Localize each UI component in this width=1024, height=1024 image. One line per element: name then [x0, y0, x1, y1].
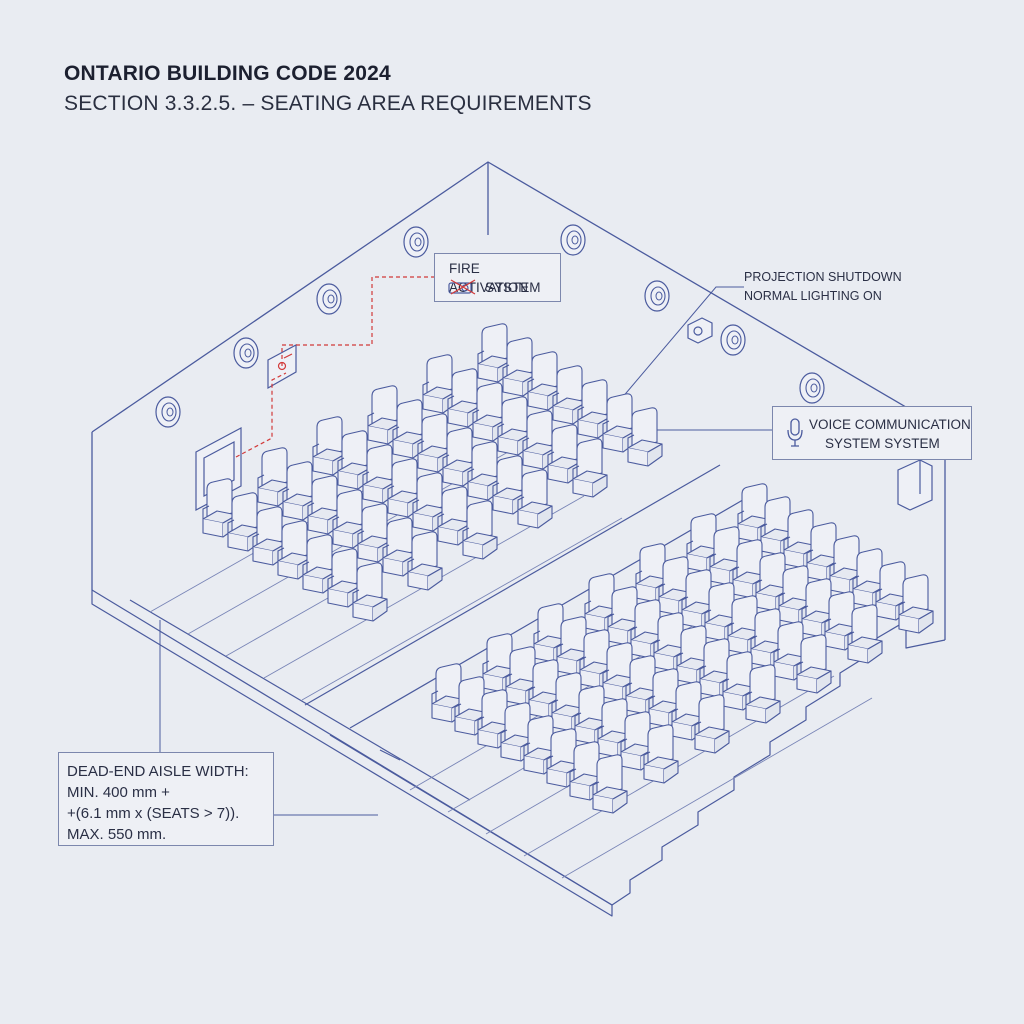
projector-icon: [687, 317, 713, 344]
aisle-width-heading: DEAD-END AISLE WIDTH:: [67, 763, 249, 780]
room-walls: [91, 161, 946, 640]
seat-left: [462, 500, 498, 560]
normal-lighting-label: NORMAL LIGHTING ON: [744, 289, 882, 303]
speaker-icon: [233, 337, 259, 369]
microphone-icon: [787, 418, 803, 447]
diagram-subtitle: SECTION 3.3.2.5. – SEATING AREA REQUIREM…: [64, 92, 592, 115]
speaker-icon: [644, 280, 670, 312]
projection-shutdown-callout: PROJECTION SHUTDOWN NORMAL LIGHTING ON: [744, 268, 902, 306]
speaker-icon: [799, 372, 825, 404]
seat-left: [407, 531, 443, 591]
fire-activation-label-system: SYSTEM: [485, 280, 541, 295]
aisle-width-max: MAX. 550 mm.: [67, 826, 167, 843]
seat-left: [352, 562, 388, 622]
seat-left: [517, 469, 553, 529]
seat-right: [898, 574, 934, 634]
seat-right: [847, 604, 883, 664]
voice-communication-callout: VOICE COMMUNICATION SYSTEM SYSTEM: [772, 406, 972, 460]
fire-activation-callout: FIRE ACTIVATION SYSTEM: [434, 253, 561, 302]
voice-system-label: SYSTEM SYSTEM: [825, 436, 940, 451]
speaker-icon: [155, 396, 181, 428]
projector-crossed-icon: [448, 279, 476, 295]
seat-right: [745, 664, 781, 724]
speaker-icon: [403, 226, 429, 258]
aisle-width-formula: +(6.1 mm x (SEATS > 7)).: [67, 805, 240, 822]
seat-right: [796, 634, 832, 694]
seat-left: [572, 438, 608, 498]
aisle-width-min: MIN. 400 mm +: [67, 784, 170, 801]
seat-right: [694, 694, 730, 754]
seat-right: [643, 724, 679, 784]
seat-left: [627, 407, 663, 467]
wall-speaker-box-icon: [897, 459, 933, 511]
voice-communication-label: VOICE COMMUNICATION: [809, 417, 971, 432]
dead-end-aisle-callout: DEAD-END AISLE WIDTH: MIN. 400 mm + +(6.…: [58, 752, 274, 846]
fire-circuit-line: [235, 276, 434, 458]
speaker-icon: [560, 224, 586, 256]
speaker-icon: [316, 283, 342, 315]
seat-right: [592, 754, 628, 814]
projection-shutdown-label: PROJECTION SHUTDOWN: [744, 270, 902, 284]
seating-layer: [202, 323, 934, 814]
speaker-icon: [720, 324, 746, 356]
diagram-title: ONTARIO BUILDING CODE 2024: [64, 62, 391, 85]
